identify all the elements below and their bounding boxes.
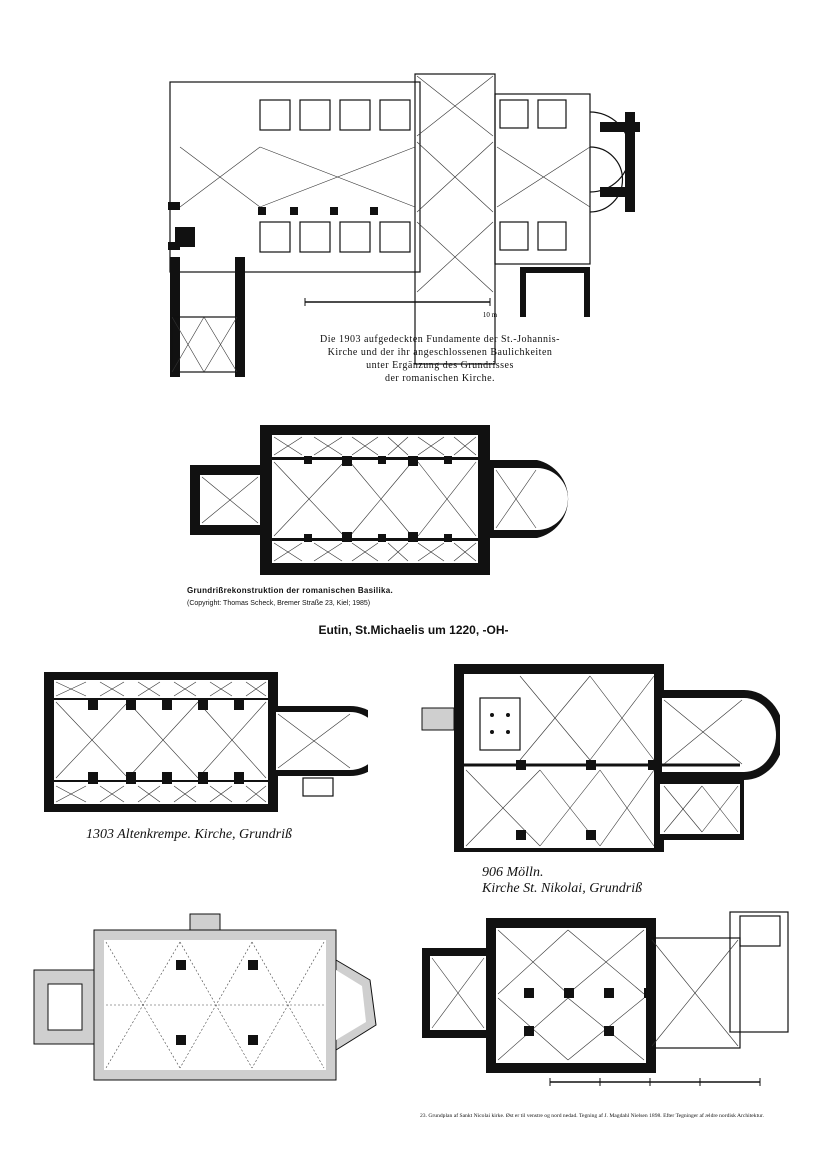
johannis-caption-line: unter Ergänzung des Grundrisses (366, 360, 514, 371)
altenkrempe-floor-plan (38, 668, 368, 816)
moelln-floor-plan (420, 660, 780, 860)
johannis-caption-line: Die 1903 aufgedeckten Fundamente der St.… (320, 334, 560, 345)
moelln-caption-line1: 906 Mölln. (482, 865, 544, 880)
nikolai-danish-caption: 23. Grundplan af Sankt Nicolai kirke. Øs… (420, 1113, 764, 1119)
eutin-caption-copyright: (Copyright: Thomas Scheck, Bremer Straße… (187, 600, 371, 607)
johannis-caption-line: Kirche und der ihr angeschlossenen Bauli… (327, 347, 553, 358)
eutin-floor-plan (182, 420, 592, 578)
johannis-caption: Die 1903 aufgedeckten Fundamente der St.… (250, 333, 630, 385)
johannis-scale-label: 10 m (483, 311, 498, 319)
moelln-caption-line2: Kirche St. Nikolai, Grundriß (482, 881, 643, 896)
eutin-heading: Eutin, St.Michaelis um 1220, -OH- (318, 623, 509, 637)
dotted-vault-floor-plan (30, 910, 390, 1085)
johannis-caption-line: der romanischen Kirche. (384, 373, 496, 384)
nikolai-danish-floor-plan (420, 908, 800, 1108)
johannis-floor-plan: 10 m (160, 72, 650, 384)
eutin-caption-title: Grundrißrekonstruktion der romanischen B… (187, 586, 394, 595)
altenkrempe-caption: 1303 Altenkrempe. Kirche, Grundriß (86, 827, 292, 842)
